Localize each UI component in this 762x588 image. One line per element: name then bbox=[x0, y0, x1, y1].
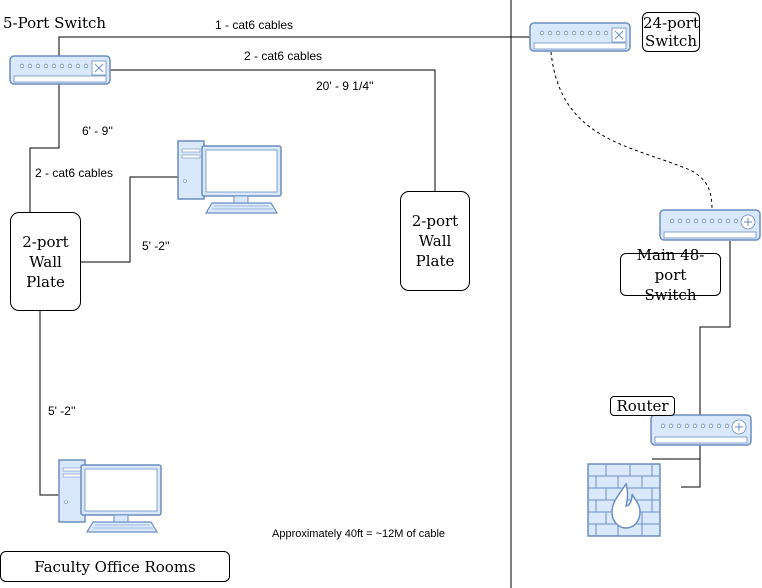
cable-lines bbox=[29, 36, 731, 496]
footnote: Approximately 40ft = ~12M of cable bbox=[272, 528, 446, 540]
cable2-label: 2 - cat6 cables bbox=[244, 49, 323, 63]
switch-icon bbox=[9, 55, 111, 85]
distance-6ft-label: 6' - 9'' bbox=[82, 124, 113, 138]
router-icon bbox=[650, 414, 752, 446]
cable-wallplate-to-pc2 bbox=[39, 311, 60, 496]
distance-5ft-label-upper: 5' -2'' bbox=[142, 239, 170, 253]
firewall-icon bbox=[587, 463, 661, 537]
cable-5port-to-wallplate-mid bbox=[110, 69, 436, 191]
desktop-computer-icon bbox=[58, 459, 162, 533]
cable-48port-to-router bbox=[652, 241, 731, 460]
switch-icon bbox=[529, 22, 631, 52]
cable1-label: 1 - cat6 cables bbox=[215, 18, 294, 32]
cable-24port-to-48port bbox=[550, 51, 713, 211]
wall-plate-left: 2-port Wall Plate bbox=[10, 212, 81, 311]
desktop-computer-icon bbox=[177, 140, 282, 214]
router-icon bbox=[659, 209, 761, 241]
switch24-label: 24-port Switch bbox=[642, 12, 700, 52]
cable-5port-to-wallplate-left bbox=[29, 84, 60, 212]
router-label: Router bbox=[610, 396, 675, 416]
cable-5port-to-24port bbox=[58, 36, 530, 56]
wall-plate-middle: 2-port Wall Plate bbox=[400, 191, 470, 291]
distance-5ft-label-lower: 5' -2'' bbox=[48, 404, 76, 418]
faculty-office-rooms-label: Faculty Office Rooms bbox=[0, 551, 230, 582]
cable-wallplate-to-pc1 bbox=[81, 176, 178, 263]
switch48-label: Main 48-port Switch bbox=[620, 246, 721, 304]
cable2-left-label: 2 - cat6 cables bbox=[35, 166, 114, 180]
distance-20ft-label: 20' - 9 1/4'' bbox=[316, 79, 374, 93]
cable-router-to-firewall bbox=[681, 444, 701, 488]
switch5-label: 5-Port Switch bbox=[3, 14, 107, 32]
